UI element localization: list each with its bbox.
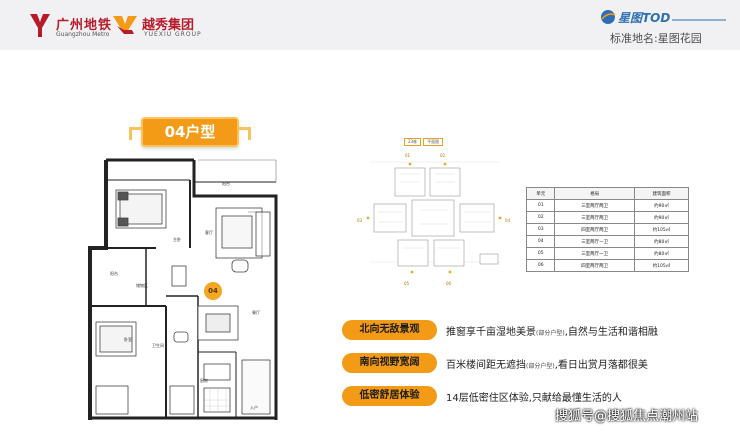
room-label-balcony-top: 阳台 bbox=[222, 181, 230, 186]
plan-title-badge: 04户型 bbox=[129, 117, 251, 147]
building-tags: 23栋平面图 bbox=[404, 138, 445, 146]
room-label-kitchen: 厨房 bbox=[200, 378, 208, 383]
room-label-entry: 入户 bbox=[250, 405, 258, 410]
room-label-master: 主卧 bbox=[173, 237, 181, 242]
site-unit-label-01: 01 bbox=[405, 153, 411, 158]
building-tag-plan: 平面图 bbox=[423, 138, 444, 146]
room-label-living: 客厅 bbox=[205, 230, 213, 235]
table-cell: 约105㎡ bbox=[633, 259, 690, 272]
feature-desc-note: (部分户型) bbox=[536, 330, 565, 337]
table-cell: 05 bbox=[525, 247, 556, 260]
table-cell: 三室两厅两卫 bbox=[554, 199, 635, 212]
room-label-bath: 卫生间 bbox=[152, 343, 164, 348]
feature-desc: 推窗享千亩湿地美景(部分户型),自然与生活和谐相融 bbox=[446, 323, 658, 338]
site-unit-label-03: 03 bbox=[357, 218, 363, 223]
table-cell: 约80㎡ bbox=[633, 247, 690, 260]
feature-desc-main: 推窗享千亩湿地美景 bbox=[446, 327, 536, 338]
yuexiu-logo: 越秀集团 YUEXIU GROUP bbox=[112, 12, 212, 40]
watermark-text: 搜狐号@搜狐焦点潮州站 bbox=[555, 409, 699, 424]
feature-tag: 南向视野宽阔 bbox=[342, 353, 437, 373]
table-cell: 约90㎡ bbox=[633, 211, 690, 224]
metro-name-cn: 广州地铁 bbox=[56, 18, 113, 33]
site-unit-label-05: 05 bbox=[404, 281, 410, 286]
table-cell: 三室两厅一卫 bbox=[554, 235, 635, 248]
feature-north-view: 北向无敌景观 推窗享千亩湿地美景(部分户型),自然与生活和谐相融 bbox=[342, 320, 722, 340]
table-cell: 约105㎡ bbox=[633, 223, 690, 236]
feature-tag: 低密舒居体验 bbox=[342, 386, 437, 406]
room-label-balcony-left: 阳台 bbox=[110, 271, 118, 276]
site-unit-label-02: 02 bbox=[440, 153, 446, 158]
feature-desc-main: 14层低密住区体验,只献给最懂生活的人 bbox=[446, 393, 622, 404]
feature-desc-tail: ,自然与生活和谐相融 bbox=[564, 327, 658, 338]
room-label-dining: 餐厅 bbox=[252, 310, 260, 315]
table-cell: 02 bbox=[525, 211, 556, 224]
yuexiu-logo-icon bbox=[113, 16, 137, 34]
tod-logo: 星图TOD 标准地名:星图花园 bbox=[600, 6, 730, 46]
table-cell: 04 bbox=[525, 235, 556, 248]
unit-number-marker: 04 bbox=[204, 282, 222, 300]
svg-text:星图TOD: 星图TOD bbox=[618, 11, 670, 25]
yuexiu-name-en: YUEXIU GROUP bbox=[144, 31, 202, 38]
table-cell: 约80㎡ bbox=[633, 235, 690, 248]
table-cell: 06 bbox=[525, 259, 556, 272]
tod-brand-mark: 星图TOD bbox=[601, 10, 726, 25]
table-cell: 四室两厅两卫 bbox=[554, 223, 635, 236]
feature-south-view: 南向视野宽阔 百米楼间距无遮挡(部分户型),看日出赏月落都很美 bbox=[342, 353, 722, 373]
room-label-bedroom: 卧室 bbox=[124, 337, 132, 342]
feature-desc: 百米楼间距无遮挡(部分户型),看日出赏月落都很美 bbox=[446, 356, 648, 371]
feature-desc-tail: ,看日出赏月落都很美 bbox=[554, 360, 648, 371]
site-unit-label-04: 04 bbox=[505, 218, 511, 223]
table-header-layout: 格局 bbox=[554, 187, 635, 200]
feature-desc: 14层低密住区体验,只献给最懂生活的人 bbox=[446, 389, 622, 404]
table-header-unit: 单元 bbox=[525, 187, 556, 200]
floor-plan-drawing bbox=[88, 158, 278, 420]
table-cell: 03 bbox=[525, 223, 556, 236]
standard-place-name: 标准地名:星图花园 bbox=[610, 32, 702, 45]
room-label-utility: 储物区 bbox=[136, 283, 148, 288]
feature-tag: 北向无敌景观 bbox=[342, 320, 437, 340]
table-cell: 三室两厅两卫 bbox=[554, 211, 635, 224]
table-header-area: 建筑面积 bbox=[633, 187, 690, 200]
site-unit-label-06: 06 bbox=[446, 281, 452, 286]
table-cell: 约90㎡ bbox=[633, 199, 690, 212]
metro-logo-icon bbox=[30, 14, 50, 37]
metro-name-en: Guangzhou Metro bbox=[56, 31, 110, 38]
building-tag-no: 23栋 bbox=[404, 138, 422, 146]
unit-table-header-row: 单元 格局 建筑面积 bbox=[525, 187, 690, 200]
guangzhou-metro-logo: 广州地铁 Guangzhou Metro bbox=[28, 12, 138, 40]
table-cell: 三室两厅一卫 bbox=[554, 247, 635, 260]
header-bar: 广州地铁 Guangzhou Metro 越秀集团 YUEXIU GROUP 星… bbox=[0, 0, 740, 50]
site-plan-drawing bbox=[366, 161, 502, 274]
table-cell: 01 bbox=[525, 199, 556, 212]
feature-desc-note: (部分户型) bbox=[526, 363, 555, 370]
table-cell: 四室两厅两卫 bbox=[554, 259, 635, 272]
feature-desc-main: 百米楼间距无遮挡 bbox=[446, 360, 526, 371]
yuexiu-name-cn: 越秀集团 bbox=[142, 18, 195, 33]
feature-low-density: 低密舒居体验 14层低密住区体验,只献给最懂生活的人 bbox=[342, 386, 722, 406]
